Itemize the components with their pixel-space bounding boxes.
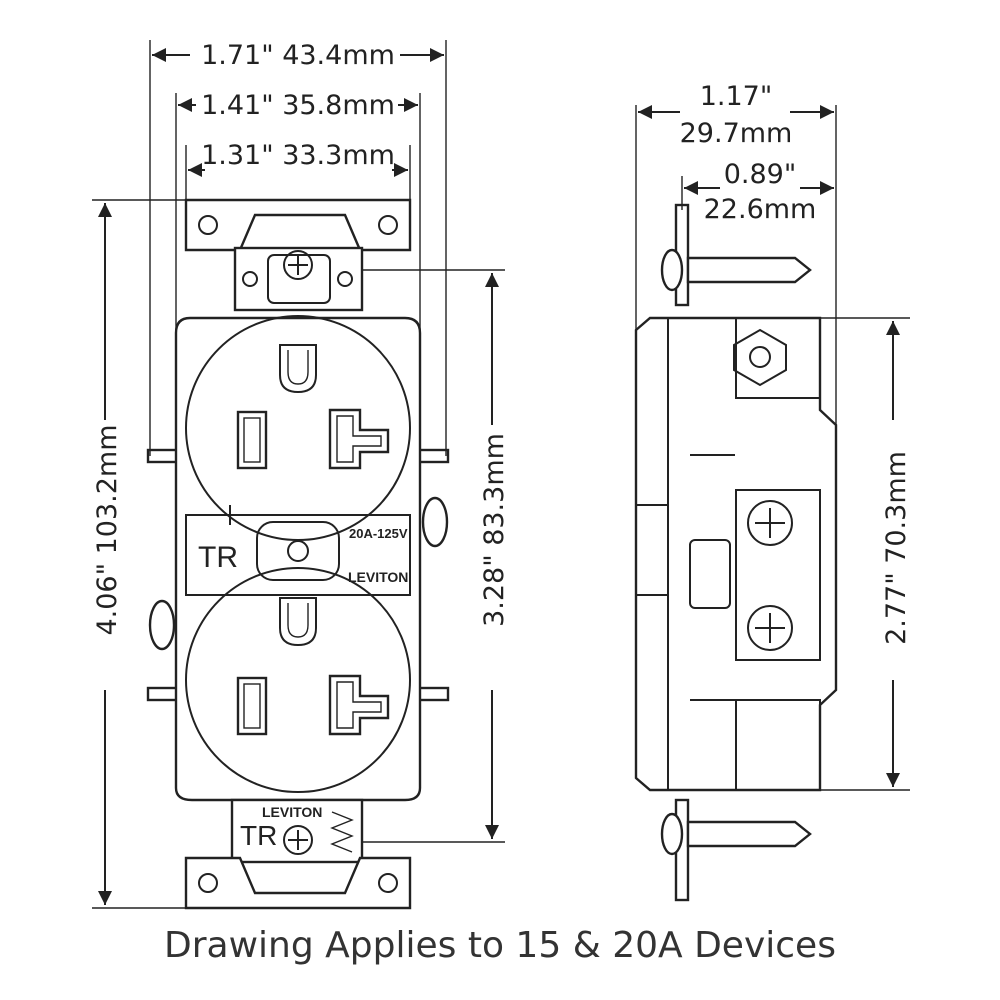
rating-label: 20A-125V: [349, 526, 408, 541]
side-depth-body-in-label: 0.89": [724, 159, 797, 190]
tr-center-label: TR: [198, 541, 238, 574]
side-depth-body-mm-label: 22.6mm: [704, 194, 817, 225]
front-height-body-label: 3.28" 83.3mm: [479, 433, 510, 627]
brand-bottom-label: LEVITON: [262, 804, 322, 820]
caption: Drawing Applies to 15 & 20A Devices: [164, 925, 836, 966]
front-view: [146, 198, 450, 910]
front-width-mid-label: 1.41" 35.8mm: [201, 90, 395, 121]
front-height-total-label: 4.06" 103.2mm: [92, 424, 123, 635]
brand-center-label: LEVITON: [348, 569, 408, 585]
side-depth-total-mm-label: 29.7mm: [680, 118, 793, 149]
front-width-inner-label: 1.31" 33.3mm: [201, 140, 395, 171]
side-height-label: 2.77" 70.3mm: [881, 451, 912, 645]
front-width-dimensions: [149, 40, 447, 456]
side-dimensions: [635, 105, 910, 791]
tr-bottom-label: TR: [240, 820, 277, 851]
front-height-dimensions: [92, 199, 505, 909]
front-width-outer-label: 1.71" 43.4mm: [201, 40, 395, 71]
side-depth-total-in-label: 1.17": [700, 81, 773, 112]
side-view: [634, 203, 838, 902]
